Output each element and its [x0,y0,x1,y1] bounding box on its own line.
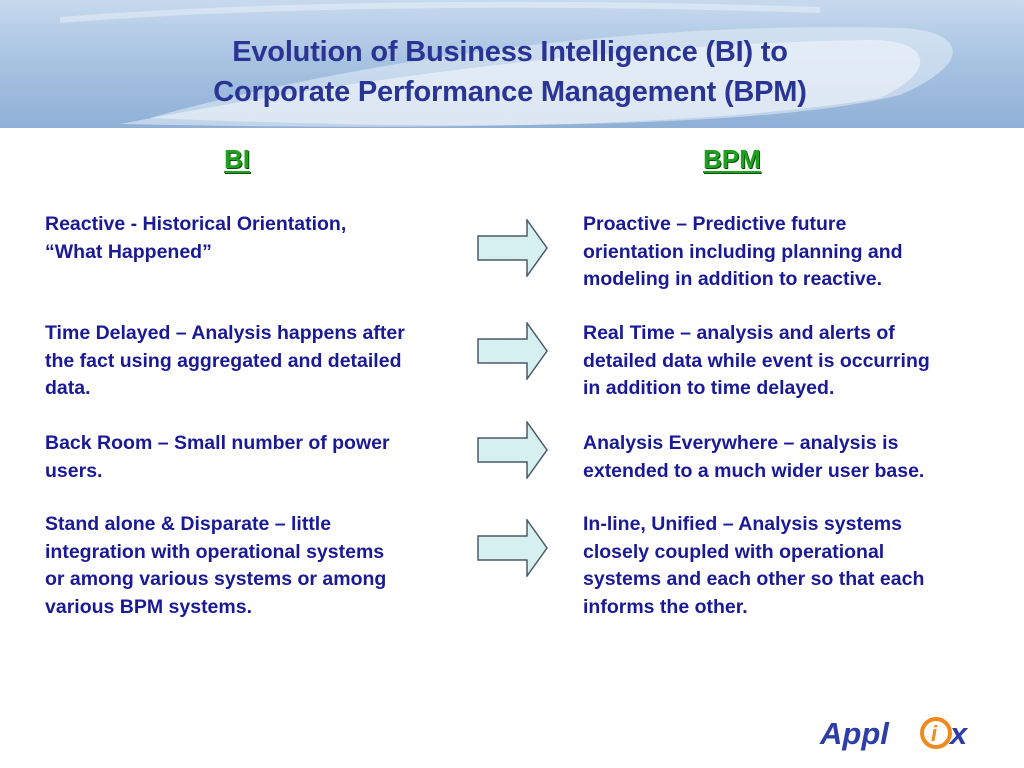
bpm-item-4-line-4: informs the other. [583,595,748,618]
bpm-item-4-line-2: closely coupled with operational [583,540,885,563]
bi-item-4-line-4: various BPM systems. [45,595,253,618]
arrow-right-icon [477,421,548,479]
logo-text-suffix: x [948,716,969,751]
bpm-item-2-line-1: Real Time – analysis and alerts of [583,322,895,344]
slide-title-line-2: Corporate Performance Management (BPM) [213,76,807,108]
bi-item-2: Time Delayed – Analysis happens after th… [45,320,475,403]
bi-column-heading: BI [224,144,250,174]
bi-item-1-line-1: Reactive - Historical Orientation, [45,213,347,235]
bpm-item-1-line-2: orientation including planning and [583,240,903,263]
arrow-right-icon [477,219,548,277]
bi-item-3-line-1: Back Room – Small number of power [45,432,390,454]
bi-item-1-line-2: “What Happened” [45,240,212,263]
bpm-item-4: In-line, Unified – Analysis systems clos… [583,511,1003,621]
arrow-right-icon [477,322,548,380]
bpm-item-1: Proactive – Predictive future orientatio… [583,211,1003,294]
bpm-item-2-line-2: detailed data while event is occurring [583,349,930,372]
bpm-column-heading: BPM [703,144,761,174]
bi-item-3: Back Room – Small number of power users. [45,430,475,485]
bi-item-4-line-3: or among various systems or among [45,568,387,590]
bi-item-4-line-2: integration with operational systems [45,540,385,563]
bi-item-2-line-2: the fact using aggregated and detailed [45,349,402,372]
slide-header: Evolution of Business Intelligence (BI) … [0,0,1024,128]
bi-item-1: Reactive - Historical Orientation, “What… [45,211,475,266]
logo-text-prefix: Appl [819,716,890,751]
bi-item-2-line-3: data. [45,377,91,399]
slide-title-line-1: Evolution of Business Intelligence (BI) … [232,36,788,68]
bpm-item-3-line-1: Analysis Everywhere – analysis is [583,432,899,454]
bpm-item-4-line-3: systems and each other so that each [583,568,925,590]
bpm-item-1-line-1: Proactive – Predictive future [583,213,847,235]
bpm-item-4-line-1: In-line, Unified – Analysis systems [583,513,902,535]
bi-item-4-line-1: Stand alone & Disparate – little [45,513,332,535]
bpm-item-1-line-3: modeling in addition to reactive. [583,268,883,290]
bpm-item-3: Analysis Everywhere – analysis is extend… [583,430,1003,485]
logo-text-inner: i [931,721,938,746]
bpm-item-3-line-2: extended to a much wider user base. [583,459,925,482]
logo-ring-icon [920,717,952,749]
header-swoosh-decoration [59,1,953,127]
slide-title: Evolution of Business Intelligence (BI) … [60,32,960,112]
bi-item-4: Stand alone & Disparate – little integra… [45,511,475,621]
bpm-item-2: Real Time – analysis and alerts of detai… [583,320,1003,403]
arrow-right-icon [477,519,548,577]
bi-item-3-line-2: users. [45,459,103,482]
applix-logo: Appl i x [819,716,969,751]
bi-item-2-line-1: Time Delayed – Analysis happens after [45,322,405,344]
bpm-item-2-line-3: in addition to time delayed. [583,377,835,399]
